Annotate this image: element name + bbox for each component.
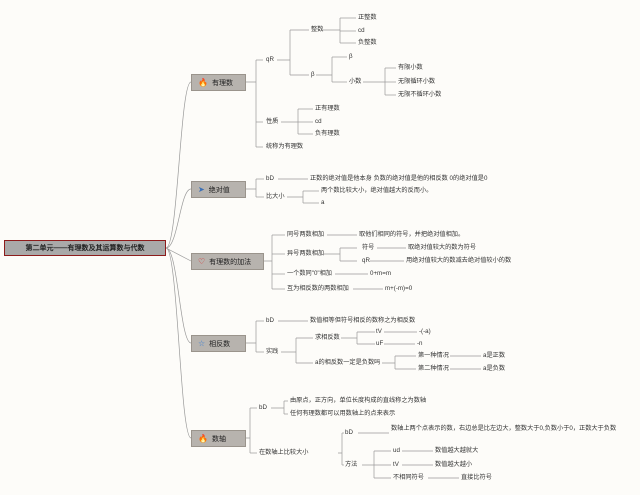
node-xingzhi[interactable]: 性质 (266, 118, 279, 125)
node-zhengshu[interactable]: 整数 (311, 26, 324, 33)
topic-youlishu[interactable]: 🔥 有理数 (191, 74, 246, 91)
node-yihao[interactable]: 异号两数相加 (287, 250, 325, 257)
node-fangfa[interactable]: 方法 (345, 461, 358, 468)
node-fenshu[interactable]: β (311, 71, 315, 78)
node-tv4[interactable]: tV (376, 328, 382, 335)
node-tonghao[interactable]: 同号两数相加 (287, 231, 325, 238)
node-wuxian-buxunhuan[interactable]: 无限不循环小数 (398, 91, 442, 98)
node-youxian[interactable]: 有限小数 (398, 64, 423, 71)
node-qr[interactable]: qR (266, 56, 274, 63)
node-fu-youli[interactable]: 负有理数 (315, 130, 340, 137)
node-yige-t[interactable]: 0+m=m (370, 270, 391, 277)
paper-plane-icon: ➤ (198, 184, 205, 194)
node-bijiao5[interactable]: 在数轴上比较大小 (259, 449, 309, 456)
node-bijiao[interactable]: 比大小 (266, 193, 285, 200)
node-bd[interactable]: bD (266, 175, 274, 182)
node-wuxian-xunhuan[interactable]: 无限循环小数 (398, 78, 436, 85)
node-fu-zhengshu[interactable]: 负整数 (358, 39, 377, 46)
node-tv5[interactable]: tV (393, 461, 399, 468)
topic-label: 数轴 (211, 435, 226, 443)
node-hu[interactable]: 互为相反数的两数相加 (287, 285, 349, 292)
node-tv4-t[interactable]: -(-a) (419, 328, 431, 335)
node-bijiao-2[interactable]: a (321, 199, 325, 206)
node-zero[interactable]: cd (358, 27, 365, 34)
node-di2-t[interactable]: a是负数 (483, 365, 506, 372)
node-uf4[interactable]: uF (376, 340, 384, 347)
node-fu4[interactable]: a的相反数一定是负数吗 (315, 359, 381, 366)
node-xiaoshu[interactable]: 小数 (349, 78, 362, 85)
node-hu-t[interactable]: m+(-m)=0 (385, 285, 413, 292)
node-zheng-youli[interactable]: 正有理数 (315, 105, 340, 112)
node-bd5-1[interactable]: 由原点，正方向，单位长度构成的直线称之为数轴 (290, 397, 427, 404)
topic-label: 有理数 (211, 79, 233, 87)
node-ud[interactable]: ud (393, 447, 400, 454)
node-ud-t[interactable]: 数值越大越就大 (435, 447, 479, 454)
node-fuhao-t[interactable]: 取绝对值较大的数为符号 (408, 244, 477, 251)
node-butong[interactable]: 不相同符号 (393, 474, 424, 481)
topic-label: 绝对值 (208, 186, 230, 194)
topic-label: 相反数 (209, 340, 231, 348)
node-bijiao-1[interactable]: 两个数比较大小，绝对值越大的反而小。 (321, 187, 433, 194)
root-topic[interactable]: 第二单元——有理数及其运算数与代数 (4, 240, 166, 256)
node-qiu[interactable]: 求相反数 (315, 334, 340, 341)
node-di1-t[interactable]: a是正数 (483, 352, 506, 359)
node-uf4-t[interactable]: -n (417, 340, 423, 347)
node-bd4-text[interactable]: 数值相等但符号相反的数称之为相反数 (310, 317, 416, 324)
node-bd-text[interactable]: 正数的绝对值是他本身 负数的绝对值是他的相反数 0的绝对值是0 (310, 175, 488, 182)
topic-jueduizhi[interactable]: ➤ 绝对值 (191, 181, 246, 198)
node-cd[interactable]: cd (315, 118, 322, 125)
node-di2[interactable]: 第二种情况 (418, 365, 449, 372)
node-tv5-t[interactable]: 数值越大越小 (435, 461, 473, 468)
topic-label: 有理数的加法 (209, 258, 252, 266)
topic-xiangfanshu[interactable]: ☆ 相反数 (191, 335, 246, 352)
heart-icon: ♡ (198, 256, 206, 266)
root-title: 第二单元——有理数及其运算数与代数 (25, 245, 145, 252)
node-bd5b-t[interactable]: 数轴上两个点表示的数，右边总是比左边大，整数大于0,负数小于0，正数大于负数 (391, 425, 617, 432)
fire-icon: 🔥 (198, 77, 208, 87)
node-tongcheng[interactable]: 统称为有理数 (266, 143, 304, 150)
node-bd5[interactable]: bD (259, 404, 267, 411)
topic-shuzhou[interactable]: 🔥 数轴 (191, 430, 246, 447)
node-tonghao-t[interactable]: 取他们相同的符号，并把绝对值相加。 (359, 231, 465, 238)
node-zheng-zhengshu[interactable]: 正整数 (358, 14, 377, 21)
node-shijian[interactable]: 实践 (266, 348, 279, 355)
node-di1[interactable]: 第一种情况 (418, 352, 449, 359)
node-butong-t[interactable]: 直接比符号 (461, 474, 492, 481)
fire-icon: 🔥 (198, 433, 208, 443)
star-icon: ☆ (198, 338, 206, 348)
topic-jiafa[interactable]: ♡ 有理数的加法 (191, 253, 264, 270)
node-bd5-2[interactable]: 任何有理数都可以用数轴上的点来表示 (290, 410, 396, 417)
node-qr3-t[interactable]: 用绝对值较大的数减去绝对值较小的数 (406, 257, 512, 264)
node-fuhao[interactable]: 符号 (362, 244, 375, 251)
node-bd5b[interactable]: bD (345, 429, 353, 436)
node-fenshu-b[interactable]: β (349, 53, 353, 60)
node-yige[interactable]: 一个数同"0"相加 (287, 270, 332, 277)
node-bd4[interactable]: bD (266, 317, 274, 324)
node-qr3[interactable]: qR (362, 257, 370, 264)
